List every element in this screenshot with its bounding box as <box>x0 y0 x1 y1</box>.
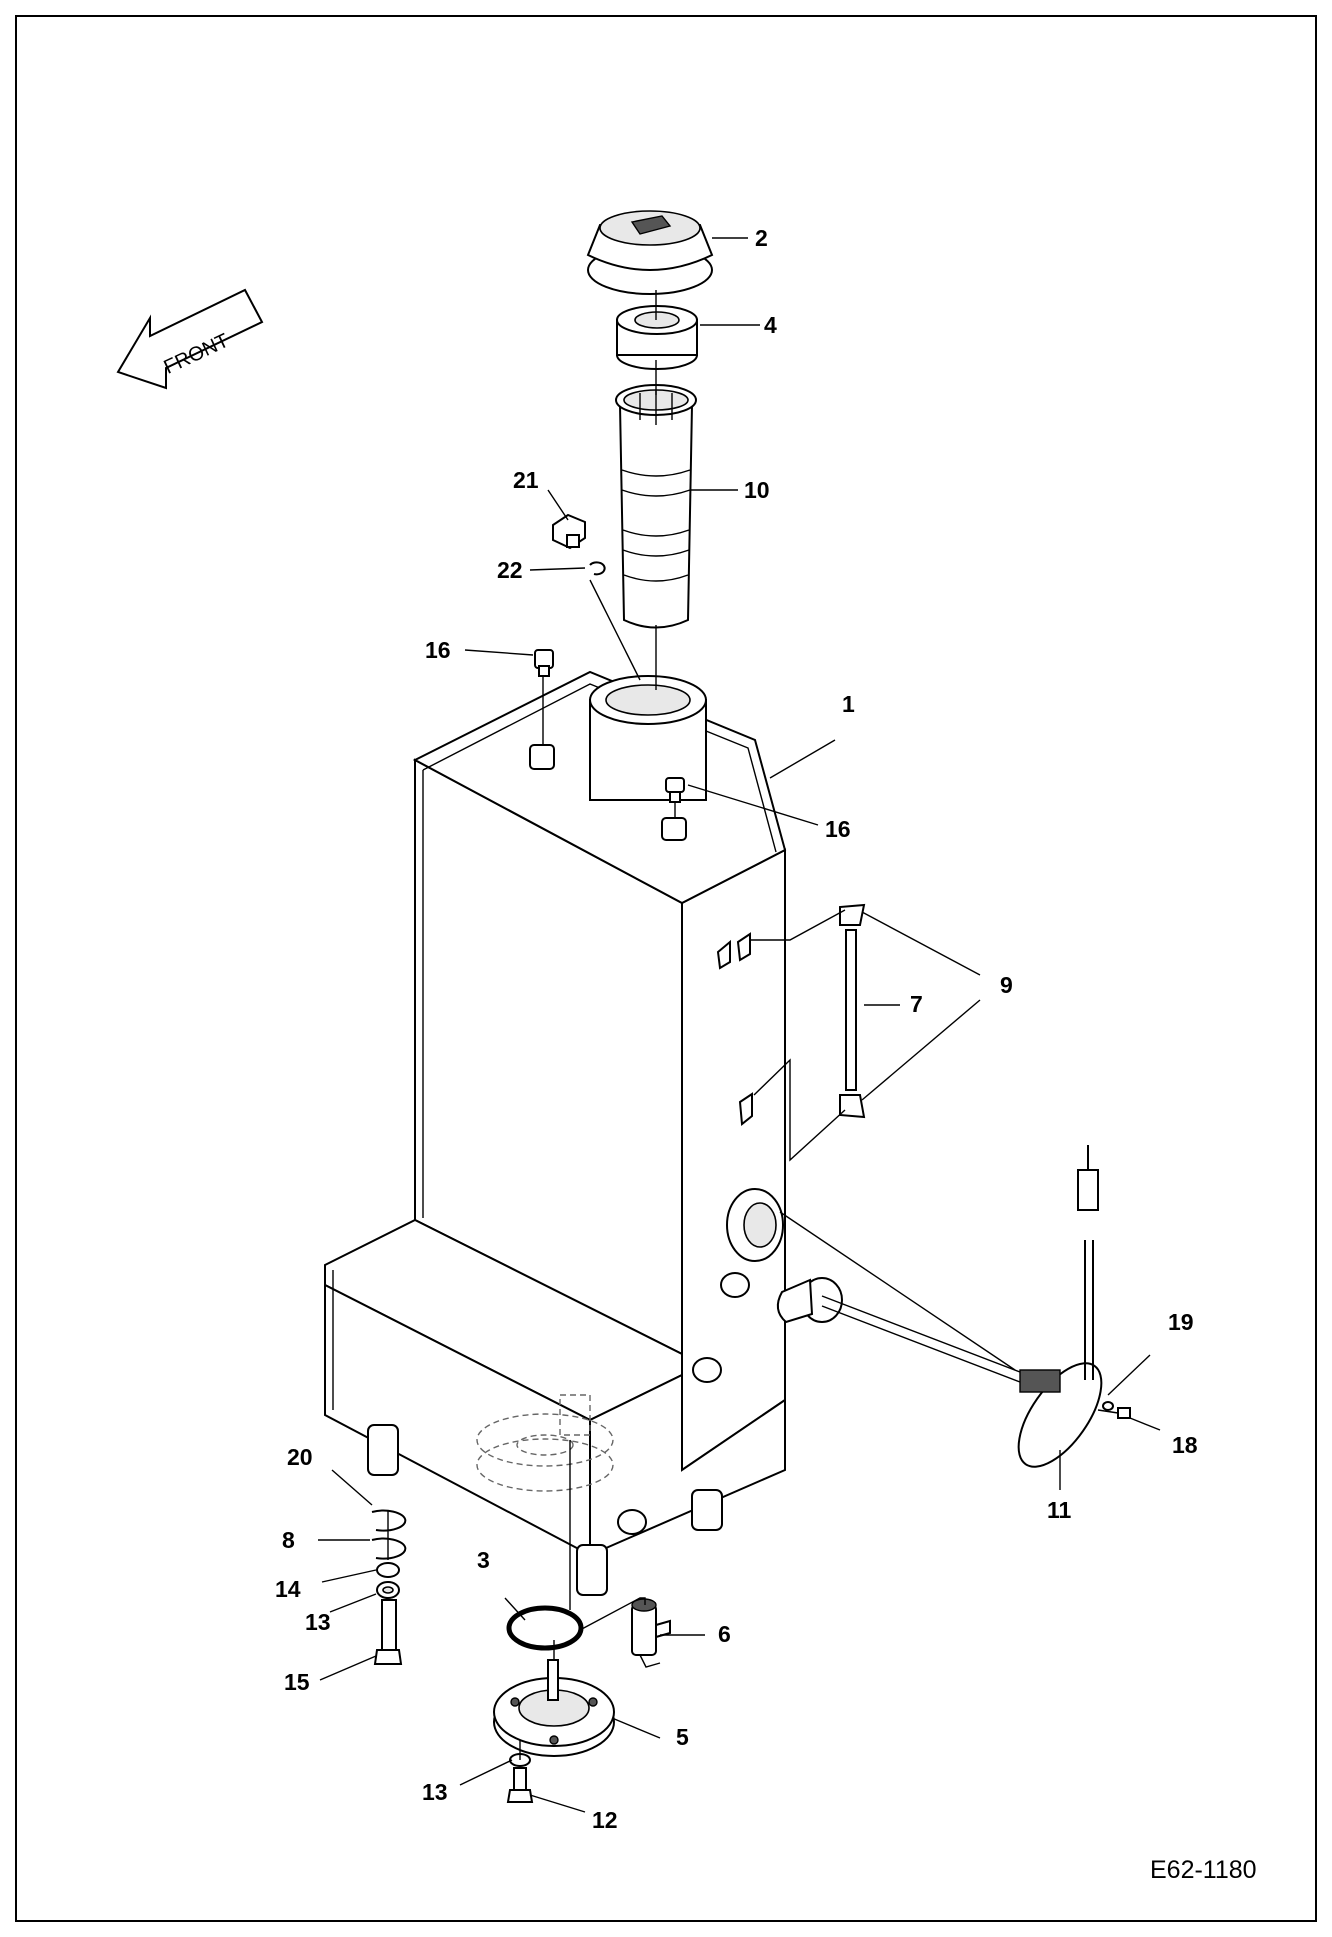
o-ring-3 <box>506 1605 584 1651</box>
vent-plug <box>552 513 586 550</box>
sight-glass <box>839 903 866 1119</box>
callout-4: 4 <box>764 312 777 338</box>
filler-adapter <box>616 305 698 370</box>
plug-16-neck <box>665 777 685 803</box>
callout-10: 10 <box>744 477 770 503</box>
drawing-code: E62-1180 <box>1150 1856 1257 1884</box>
filler-cap <box>586 210 714 295</box>
fuel-level-sender <box>776 1145 1103 1468</box>
drawing-frame <box>15 15 1317 1922</box>
callout-16-neck: 16 <box>825 816 851 842</box>
plug-16-top <box>534 649 554 677</box>
front-direction-arrow: FRONT <box>116 288 264 390</box>
callout-21: 21 <box>513 467 539 493</box>
callout-14: 14 <box>275 1576 301 1602</box>
callout-18: 18 <box>1172 1432 1198 1458</box>
callout-7: 7 <box>910 991 923 1017</box>
callout-2: 2 <box>755 225 768 251</box>
callout-19: 19 <box>1168 1309 1194 1335</box>
callout-16-top: 16 <box>425 637 451 663</box>
callout-11: 11 <box>1047 1497 1072 1523</box>
callout-1: 1 <box>842 691 855 717</box>
sender-screw <box>1102 1401 1131 1419</box>
plug-o-ring <box>589 561 606 576</box>
drain-valve <box>631 1598 671 1668</box>
drain-flange <box>493 1659 615 1757</box>
callout-13-flange: 13 <box>422 1779 448 1805</box>
callout-22: 22 <box>497 557 523 583</box>
flange-bolt <box>506 1753 534 1803</box>
callout-6: 6 <box>718 1621 731 1647</box>
filler-strainer <box>615 384 697 629</box>
callout-3: 3 <box>477 1547 490 1573</box>
callout-12: 12 <box>592 1807 618 1833</box>
callout-15: 15 <box>284 1669 310 1695</box>
callout-13-stack: 13 <box>305 1609 331 1635</box>
callout-5: 5 <box>676 1724 689 1750</box>
fuel-tank <box>324 670 787 1596</box>
callout-9: 9 <box>1000 972 1013 998</box>
callout-20: 20 <box>287 1444 313 1470</box>
callout-8: 8 <box>282 1527 295 1553</box>
front-label: FRONT <box>161 330 233 379</box>
